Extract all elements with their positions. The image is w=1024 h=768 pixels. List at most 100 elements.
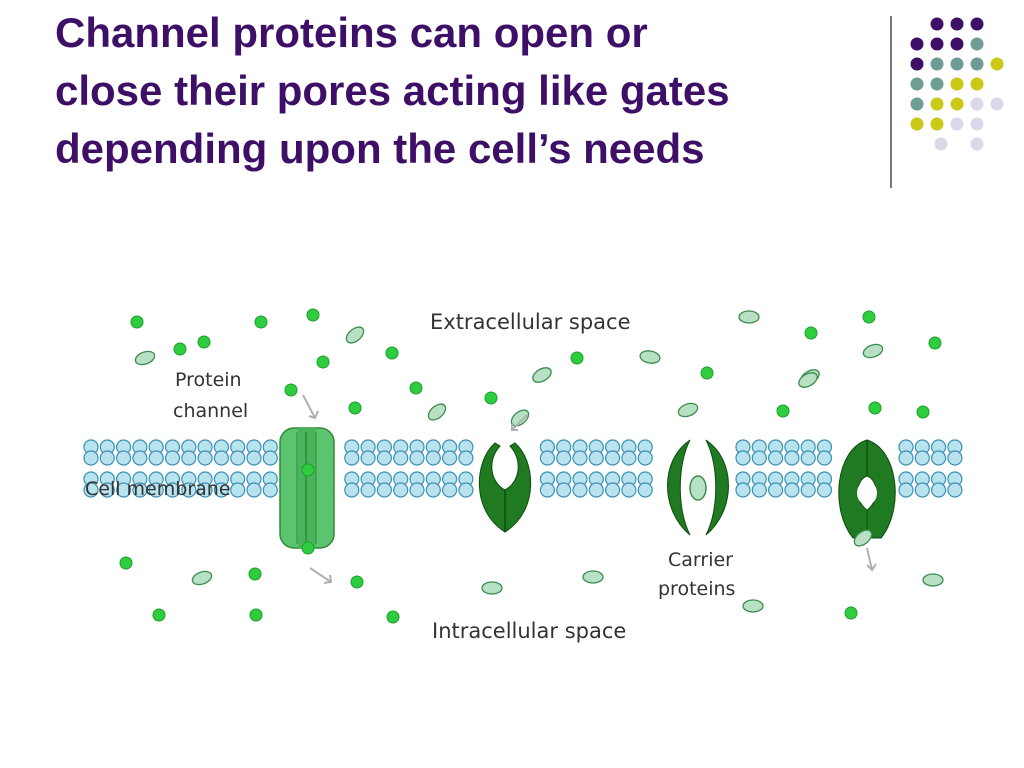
decor-dot (990, 97, 1004, 111)
solute-dot (301, 463, 315, 477)
solute-oval (853, 529, 873, 547)
lipid-pair (442, 439, 458, 498)
lipid-pair (914, 439, 930, 498)
lipid-pair (637, 439, 653, 498)
label-intracellular: Intracellular space (432, 619, 626, 643)
lipid-pair (458, 439, 474, 498)
label-protein-channel-line1: Protein (175, 369, 242, 391)
decor-dot (930, 77, 944, 91)
lipid-pair (816, 439, 833, 498)
solute-oval (481, 581, 503, 595)
solute-dot (197, 335, 211, 349)
solute-dot (386, 610, 400, 624)
solute-oval (677, 402, 699, 418)
solute-dot (316, 355, 330, 369)
lipid-pair (751, 439, 767, 498)
lipid-pair (376, 439, 392, 498)
solute-oval (134, 350, 156, 366)
carrier-protein-open-inside (838, 439, 896, 539)
decorative-dot-pattern (910, 17, 1004, 151)
decor-dot (970, 77, 984, 91)
solute-dot (306, 308, 320, 322)
solute-dot (570, 351, 584, 365)
solute-oval (922, 573, 944, 587)
label-extracellular: Extracellular space (430, 310, 631, 334)
decor-dot (950, 57, 964, 71)
decor-dot (970, 117, 984, 131)
label-carrier-line1: Carrier (668, 549, 733, 571)
decor-dot (910, 37, 924, 51)
solute-oval (738, 310, 760, 324)
lipid-pair (604, 439, 621, 498)
solute-oval (532, 367, 552, 383)
lipid-pair (767, 439, 784, 498)
decor-dot (990, 57, 1004, 71)
lipid-pair (556, 439, 572, 498)
solute-dot (844, 606, 858, 620)
solute-dot (254, 315, 268, 329)
decor-dot (970, 37, 984, 51)
decor-dot (934, 137, 948, 151)
solute-oval (862, 343, 884, 359)
lipid-pair (409, 439, 425, 498)
solute-dot (248, 567, 262, 581)
lipid-pair (425, 439, 441, 498)
slide-title: Channel proteins can open or close their… (55, 4, 875, 178)
label-protein-channel-line2: channel (173, 400, 248, 422)
title-line-2: close their pores acting like gates (55, 67, 730, 114)
solute-dot (916, 405, 930, 419)
lipid-pair (800, 439, 816, 498)
decor-dot (970, 57, 984, 71)
solute-dot (409, 381, 423, 395)
decor-dot (910, 97, 924, 111)
solute-dot (284, 383, 298, 397)
solute-oval (582, 570, 604, 584)
title-divider (890, 16, 892, 188)
solute-dot (484, 391, 498, 405)
decor-dot (950, 37, 964, 51)
movement-arrows (302, 394, 877, 584)
solute-oval (345, 326, 365, 344)
solute-oval (191, 570, 213, 586)
lipid-pair (230, 439, 246, 498)
decor-dot (970, 97, 984, 111)
solute-dot (862, 310, 876, 324)
lipid-pair (735, 439, 751, 498)
carrier-protein-occluded (667, 439, 729, 536)
solute-dot (700, 366, 714, 380)
solute-oval (427, 403, 447, 421)
label-carrier-line2: proteins (658, 578, 735, 600)
solute-dot (173, 342, 187, 356)
lipid-pair (898, 439, 914, 498)
decor-dot (930, 17, 944, 31)
solute-oval (742, 599, 764, 613)
lipid-pair (784, 439, 800, 498)
decor-dot (930, 117, 944, 131)
decor-dot (910, 77, 924, 91)
solute-dot (350, 575, 364, 589)
lipid-pair (246, 439, 262, 498)
lipid-pair (572, 439, 588, 498)
lipid-pair (930, 439, 947, 498)
lipid-pair (588, 439, 604, 498)
solute-dot (348, 401, 362, 415)
decor-dot (910, 117, 924, 131)
solute-molecules (119, 308, 944, 624)
lipid-pair (947, 439, 963, 498)
decor-dot (950, 117, 964, 131)
decor-dot (950, 17, 964, 31)
solute-dot (868, 401, 882, 415)
solute-dot (301, 541, 315, 555)
lipid-pair (360, 439, 376, 498)
title-line-3: depending upon the cell’s needs (55, 125, 705, 172)
membrane-transport-diagram: Extracellular space Intracellular space … (83, 308, 963, 643)
decor-dot (930, 37, 944, 51)
lipid-pair (621, 439, 637, 498)
solute-dot (152, 608, 166, 622)
solute-dot (928, 336, 942, 350)
solute-dot (385, 346, 399, 360)
solute-dot (804, 326, 818, 340)
label-cell-membrane: Cell membrane (85, 478, 231, 500)
solute-dot (130, 315, 144, 329)
decor-dot (930, 57, 944, 71)
